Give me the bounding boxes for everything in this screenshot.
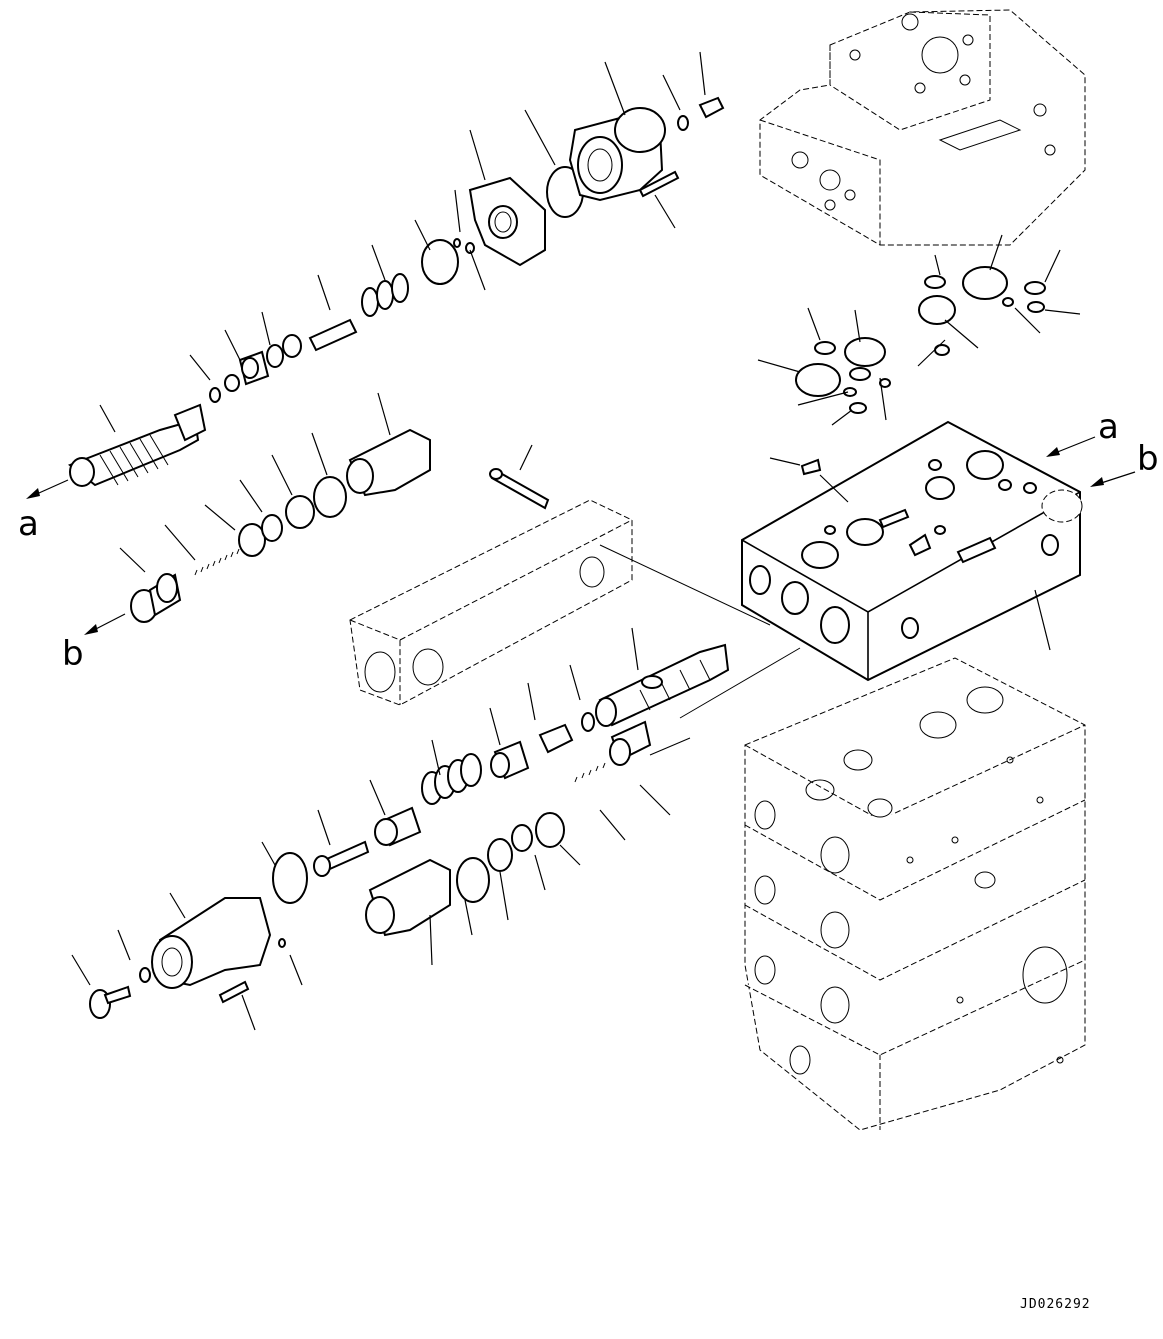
arrow-b-left [84, 624, 98, 635]
drawing-code: JD026292 [1020, 1297, 1091, 1312]
ref-label-b-right: b [1137, 439, 1159, 479]
ref-label-b-left: b [62, 634, 84, 674]
reference-arrows [26, 436, 1136, 635]
upper-valve-body-ghost [759, 9, 1086, 246]
main-valve-block [741, 420, 1083, 682]
arrow-b-right [1090, 477, 1104, 487]
seal-kit-rings [795, 266, 1046, 476]
side-plate-ghost [349, 468, 633, 706]
arrow-a-left [26, 488, 40, 499]
ref-label-a-right: a [1098, 407, 1119, 447]
middle-plug-assembly [130, 428, 431, 623]
ref-label-a-left: a [18, 504, 39, 544]
upper-spool-assembly [68, 96, 725, 487]
leader-lines [71, 51, 1081, 1031]
arrow-a-right [1046, 447, 1060, 457]
lower-valve-stack-ghost [744, 657, 1086, 1131]
lower-spool-assembly [89, 544, 801, 1019]
